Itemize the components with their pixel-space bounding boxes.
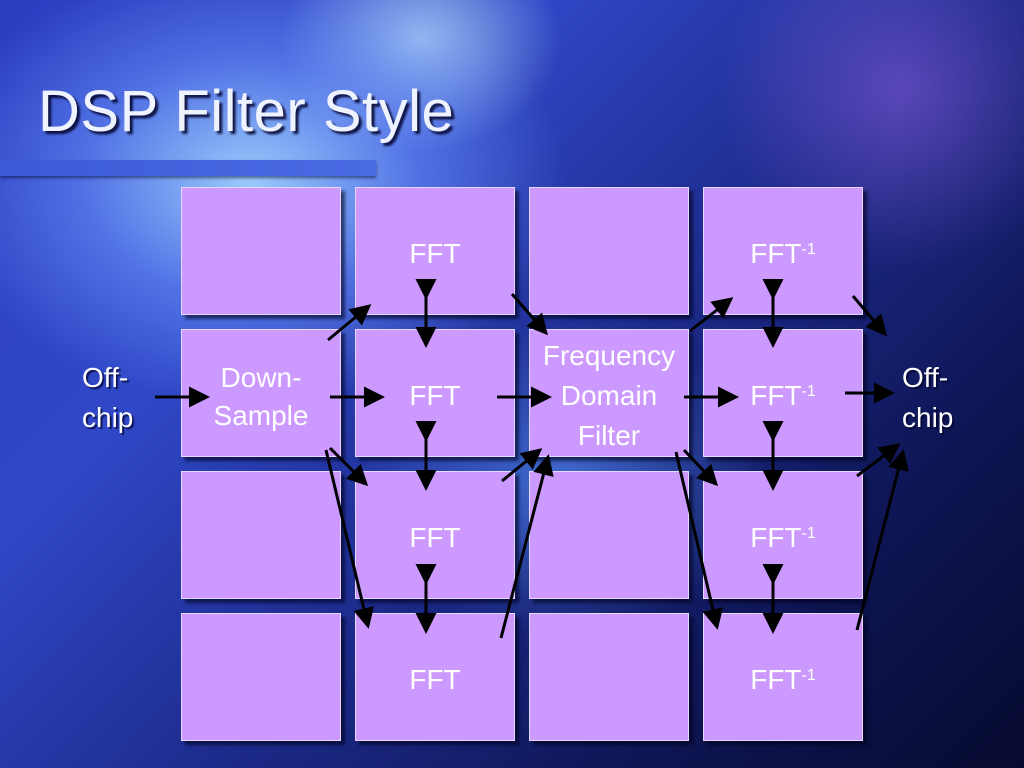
grid-cell-empty <box>181 471 341 599</box>
frequency-domain-filter-block: Frequency Domain Filter <box>529 329 689 457</box>
filter-label-line2: Domain <box>560 380 658 411</box>
arrow-ifft1-to-offchip <box>851 295 887 337</box>
fft-label: FFT <box>409 238 461 269</box>
arrow-ifft4-to-offchip <box>855 449 909 631</box>
grid-cell-empty <box>529 613 689 741</box>
filter-label-line3: Filter <box>577 420 641 451</box>
ifft-block: FFT-1 <box>703 613 863 741</box>
downsample-label-line2: Sample <box>213 400 309 431</box>
arrow-downsample-to-fft4 <box>324 449 375 629</box>
arrow-filter-to-ifft4 <box>674 451 724 630</box>
ifft-label: FFT-1 <box>750 664 816 695</box>
arrow-filter-to-ifft3 <box>682 448 719 487</box>
fft-label: FFT <box>409 664 461 695</box>
grid-cell-empty <box>181 613 341 741</box>
arrow-filter-to-ifft1 <box>689 297 734 333</box>
fft-block: FFT <box>355 187 515 315</box>
arrow-fft3-to-filter <box>501 448 543 483</box>
fft-label: FFT <box>409 522 461 553</box>
grid-cell-empty <box>529 471 689 599</box>
off-chip-output-label-line2: chip <box>902 402 954 433</box>
off-chip-input-label-line2: chip <box>82 402 134 433</box>
arrow-fft4-to-filter <box>499 454 554 639</box>
title-underline-bar <box>0 160 376 176</box>
grid-cell-empty <box>181 187 341 315</box>
ifft-label: FFT-1 <box>750 522 816 553</box>
off-chip-input-label-line1: Off- <box>82 362 129 393</box>
filter-label-line1: Frequency <box>542 340 676 371</box>
slide-title: DSP Filter Style <box>38 79 455 144</box>
arrow-downsample-to-fft3 <box>328 446 369 487</box>
arrow-downsample-to-fft1 <box>327 304 372 342</box>
arrow-fft1-to-filter <box>510 293 548 336</box>
downsample-label-line1: Down- <box>220 362 302 393</box>
off-chip-output-label-line1: Off- <box>902 362 949 393</box>
fft-block: FFT <box>355 613 515 741</box>
ifft-label: FFT-1 <box>750 380 816 411</box>
arrow-ifft3-to-offchip <box>856 443 901 478</box>
grid-cell-empty <box>529 187 689 315</box>
ifft-label: FFT-1 <box>750 238 816 269</box>
fft-label: FFT <box>409 380 461 411</box>
